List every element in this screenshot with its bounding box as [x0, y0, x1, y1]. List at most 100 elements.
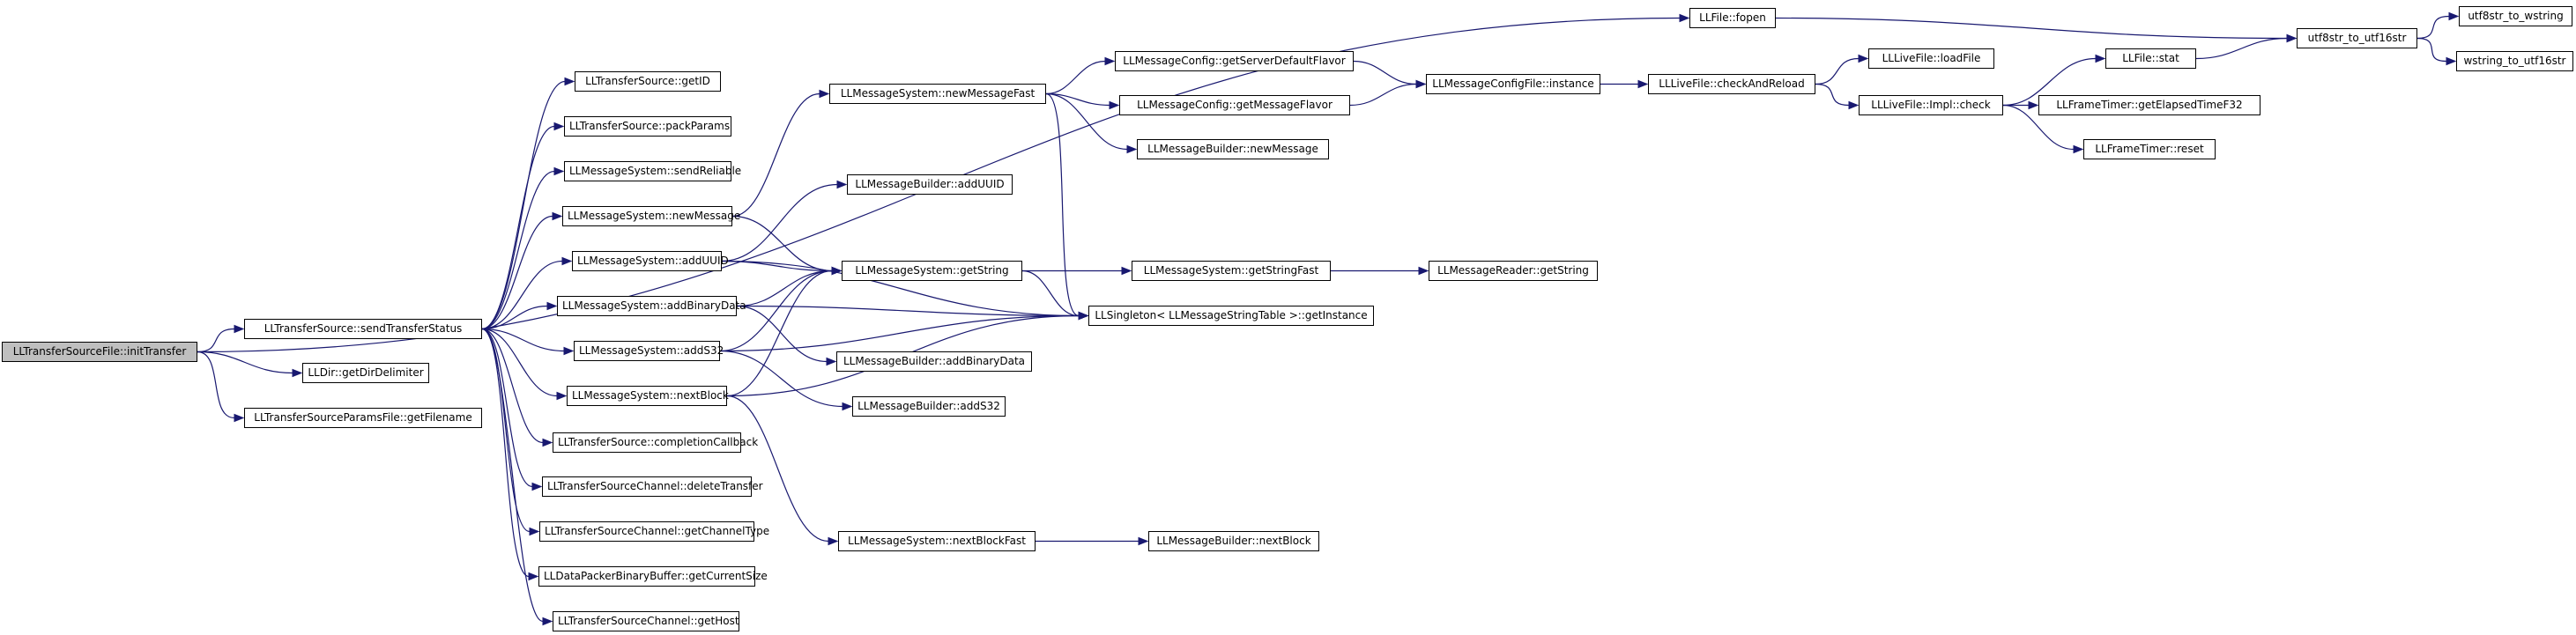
node-wsu16[interactable]: wstring_to_utf16str: [2456, 51, 2573, 71]
arrowhead-adds32-mbs32: [842, 402, 853, 411]
arrowhead-root-dir: [292, 368, 303, 378]
node-gsf[interactable]: LLMessageSystem::getStringFast: [1132, 261, 1331, 281]
node-dir[interactable]: LLDir::getDirDelimiter: [302, 363, 429, 383]
edge-addbin-getstr: [736, 270, 833, 307]
arrowhead-sts-rel: [553, 166, 565, 176]
arrowhead-mcinst-lfcr: [1637, 79, 1649, 89]
node-mbuuid[interactable]: LLMessageBuilder::addUUID: [847, 174, 1013, 195]
node-pfile[interactable]: LLTransferSourceParamsFile::getFilename: [244, 408, 482, 428]
node-nextblk[interactable]: LLMessageSystem::nextBlock: [567, 386, 729, 406]
edge-sts-rel: [481, 170, 555, 330]
arrowhead-nextblk-getstr: [831, 266, 843, 276]
node-adduuid[interactable]: LLMessageSystem::addUUID: [572, 251, 729, 271]
edge-adds32-mbs32: [719, 350, 843, 408]
arrowhead-u8u16-u8ws: [2448, 11, 2460, 21]
node-chtype[interactable]: LLTransferSourceChannel::getChannelType: [539, 521, 769, 542]
edge-sts-pack: [481, 125, 555, 330]
node-rel[interactable]: LLMessageSystem::sendReliable: [564, 161, 741, 181]
arrowhead-sts-newmsg: [552, 211, 563, 221]
arrowhead-nextblk-nbf: [828, 536, 839, 546]
arrowhead-root-sts: [234, 324, 245, 334]
edge-adduuid-singl: [721, 260, 1080, 317]
edge-sts-chtype: [481, 328, 531, 533]
node-getstr[interactable]: LLMessageSystem::getString: [842, 261, 1022, 281]
node-sts[interactable]: LLTransferSource::sendTransferStatus: [244, 319, 482, 339]
node-adds32[interactable]: LLMessageSystem::addS32: [574, 341, 724, 361]
arrowhead-newmsg-nmf: [819, 89, 830, 99]
arrowhead-sts-adduuid: [561, 256, 573, 266]
arrowhead-nmf-sdf: [1104, 56, 1116, 66]
node-fstat[interactable]: LLFile::stat: [2105, 48, 2196, 69]
arrowhead-sts-host: [542, 617, 553, 626]
edge-sts-compl: [481, 328, 544, 444]
node-getid[interactable]: LLTransferSource::getID: [575, 71, 721, 92]
node-sdf[interactable]: LLMessageConfig::getServerDefaultFlavor: [1115, 51, 1354, 71]
arrowhead-lfcr-lfload: [1858, 54, 1869, 63]
edge-sts-addbin: [481, 305, 548, 330]
node-nmf[interactable]: LLMessageSystem::newMessageFast: [829, 84, 1046, 104]
node-deltr[interactable]: LLTransferSourceChannel::deleteTransfer: [542, 476, 763, 497]
node-mbnb[interactable]: LLMessageBuilder::nextBlock: [1148, 531, 1319, 551]
arrowhead-addbin-mbbin: [826, 357, 837, 366]
edge-nextblk-nbf: [726, 395, 829, 543]
arrowhead-root-fopen: [1679, 13, 1690, 23]
edge-sts-newmsg: [481, 215, 553, 330]
arrowhead-nmf-mbnm: [1126, 144, 1138, 154]
edge-fstat-u8u16: [2195, 37, 2288, 60]
edge-adduuid-mbuuid: [721, 183, 838, 262]
node-lfcr[interactable]: LLLiveFile::checkAndReload: [1648, 74, 1815, 94]
node-mbbin[interactable]: LLMessageBuilder::addBinaryData: [836, 351, 1032, 372]
edge-gmf-mcinst: [1349, 83, 1417, 107]
arrowhead-u8u16-wsu16: [2446, 56, 2457, 66]
edge-nmf-sdf: [1045, 60, 1106, 95]
node-lfload[interactable]: LLLiveFile::loadFile: [1868, 48, 1994, 69]
edge-adds32-getstr: [719, 270, 833, 352]
arrowhead-sts-adds32: [563, 346, 575, 356]
edge-sts-host: [481, 328, 544, 623]
node-host[interactable]: LLTransferSourceChannel::getHost: [553, 611, 739, 631]
edge-sts-nextblk: [481, 328, 558, 397]
node-u8u16[interactable]: utf8str_to_utf16str: [2297, 28, 2417, 48]
node-root[interactable]: LLTransferSourceFile::initTransfer: [2, 342, 197, 362]
arrowhead-sts-deltr: [531, 482, 543, 491]
arrowhead-sts-chtype: [529, 527, 540, 536]
arrowhead-root-pfile: [234, 413, 245, 423]
arrowhead-lfcr-lfimpl: [1848, 100, 1860, 110]
node-mrgs[interactable]: LLMessageReader::getString: [1429, 261, 1598, 281]
edge-nmf-mbnm: [1045, 92, 1128, 151]
edge-fopen-u8u16: [1775, 17, 2288, 40]
node-mbs32[interactable]: LLMessageBuilder::addS32: [852, 396, 1006, 417]
node-lfimpl[interactable]: LLLiveFile::Impl::check: [1859, 95, 2003, 115]
node-singl[interactable]: LLSingleton< LLMessageStringTable >::get…: [1088, 306, 1374, 326]
node-fopen[interactable]: LLFile::fopen: [1689, 8, 1776, 28]
node-addbin[interactable]: LLMessageSystem::addBinaryData: [557, 296, 746, 316]
edge-root-dir: [197, 351, 293, 374]
edge-root-pfile: [197, 351, 235, 419]
arrowhead-sts-addbin: [546, 301, 558, 311]
arrowhead-getstr-gsf: [1121, 266, 1132, 276]
edge-sdf-mcinst: [1353, 60, 1417, 85]
arrowhead-adduuid-mbuuid: [836, 180, 848, 189]
node-cursz[interactable]: LLDataPackerBinaryBuffer::getCurrentSize: [538, 566, 768, 587]
arrowhead-nbf-mbnb: [1138, 536, 1149, 546]
edge-sts-deltr: [481, 328, 533, 488]
arrowhead-sts-nextblk: [556, 391, 568, 401]
node-mcinst[interactable]: LLMessageConfigFile::instance: [1426, 74, 1600, 94]
node-compl[interactable]: LLTransferSource::completionCallback: [553, 432, 758, 453]
node-nbf[interactable]: LLMessageSystem::nextBlockFast: [838, 531, 1036, 551]
node-pack[interactable]: LLTransferSource::packParams: [564, 116, 731, 137]
edge-adds32-singl: [719, 314, 1080, 352]
arrowhead-sts-compl: [542, 438, 553, 447]
edge-addbin-mbbin: [736, 305, 828, 363]
edge-lfcr-lfimpl: [1815, 83, 1850, 107]
node-u8ws[interactable]: utf8str_to_wstring: [2459, 6, 2572, 26]
node-ftelap[interactable]: LLFrameTimer::getElapsedTimeF32: [2038, 95, 2260, 115]
edge-lfimpl-fstat: [2002, 57, 2097, 107]
node-ftreset[interactable]: LLFrameTimer::reset: [2083, 139, 2216, 159]
node-mbnm[interactable]: LLMessageBuilder::newMessage: [1137, 139, 1329, 159]
node-newmsg[interactable]: LLMessageSystem::newMessage: [562, 206, 740, 226]
node-gmf[interactable]: LLMessageConfig::getMessageFlavor: [1119, 95, 1350, 115]
arrowhead-lfimpl-ftelap: [2028, 100, 2039, 110]
